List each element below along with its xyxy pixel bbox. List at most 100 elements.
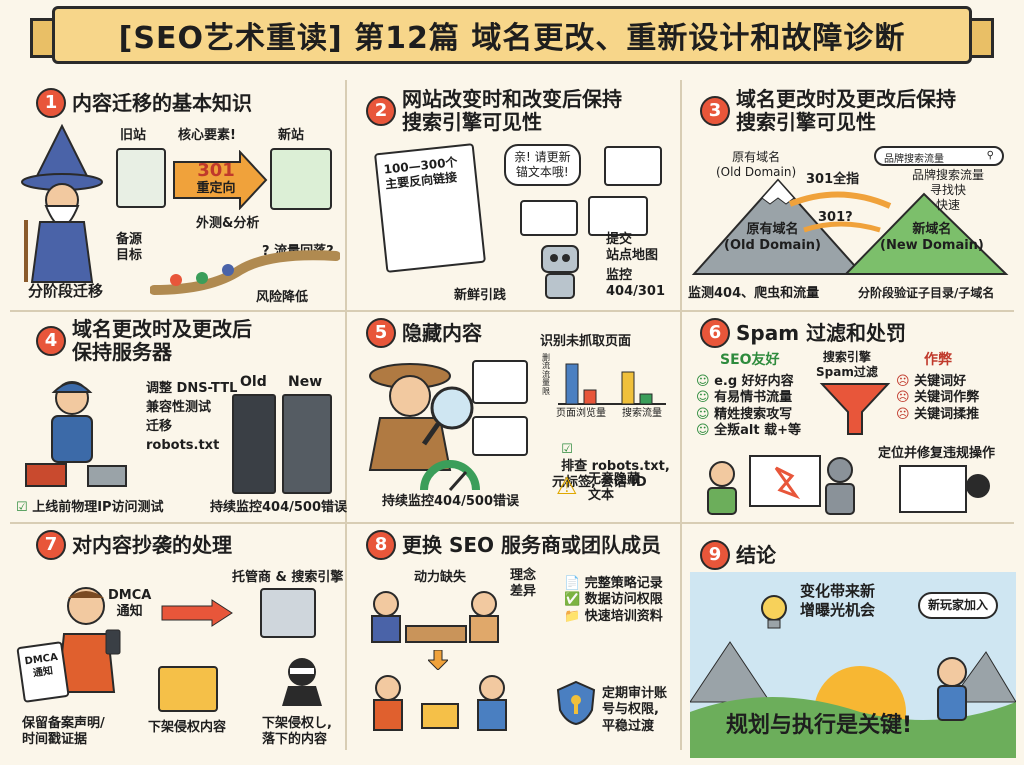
ip-test-label: ☑ 上线前物理IP访问测试 — [16, 500, 164, 515]
fresh-label: 新鲜引践 — [454, 288, 507, 303]
column-divider-2 — [680, 80, 682, 750]
section-4-badge: 4 — [36, 326, 66, 356]
server-monitor-label: 持续监控404/500错误 — [210, 500, 348, 515]
redirect-text: 301 重定向 — [196, 160, 236, 196]
section-2-badge: 2 — [366, 96, 396, 126]
section-2-title: 2 网站改变时和改变后保持 搜索引擎可见性 — [366, 88, 622, 134]
team-disagreement-illustration — [371, 591, 499, 643]
section-9-title: 9 结论 — [700, 540, 776, 570]
page-window-2 — [472, 416, 528, 456]
page-window-icon — [520, 200, 578, 236]
section-6-title: 6 Spam 过滤和处罚 — [700, 318, 906, 348]
dmca-document: DMCA 通知 — [16, 641, 70, 703]
frown-icon: ☹ — [896, 390, 910, 406]
anchor-text-bubble: 亲! 请更新 锚文本哦! — [504, 144, 581, 186]
wizard-illustration — [21, 124, 103, 283]
host-engine-label: 托管商 & 搜索引擎 — [232, 570, 344, 585]
new-server-rack — [282, 394, 332, 494]
gauge-icon — [420, 460, 480, 491]
new-site-label: 新站 — [278, 128, 305, 143]
backup-label: 备源 目标 — [116, 232, 143, 264]
audit-label: 定期审计账 号与权限, 平稳过渡 — [602, 686, 668, 734]
uncrawled-label: 识别未抓取页面 — [540, 334, 632, 349]
section-7-title: 7 对内容抄袭的处理 — [36, 530, 232, 560]
handover-item: ✅ 数据访问权限 — [564, 592, 663, 608]
handover-checklist: 📄 完整策略记录 ✅ 数据访问权限 📁 快速培训资料 — [564, 576, 663, 625]
page-title-banner: [SEO艺术重读] 第12篇 域名更改、重新设计和故障诊断 — [52, 6, 972, 64]
old-site-label: 旧站 — [120, 128, 147, 143]
section-8-title: 8 更换 SEO 服务商或团队成员 — [366, 530, 661, 560]
frown-icon: ☹ — [896, 374, 910, 389]
person-with-phone — [56, 587, 121, 693]
risk-label: 风险降低 — [256, 290, 309, 305]
browser-window-icon — [604, 146, 662, 186]
search-icon: ⚲ — [986, 150, 994, 161]
dmca-notice-label: DMCA 通知 — [108, 588, 152, 620]
redirect-question-label: 301? — [818, 210, 853, 225]
redirect-arrow — [173, 150, 268, 210]
good-practice-list: ☺ e.g 好好内容 ☺ 有易情书流量 ☺ 精姓搜索攻写 ☺ 全叛alt 载+等 — [696, 374, 801, 439]
technician-illustration — [25, 381, 127, 487]
monitor-404-label: 监控 404/301 — [606, 268, 666, 300]
no-hidden-text-label: 无意隐藏 文本 — [588, 472, 641, 504]
check-robots-label: ☑ 排查 robots.txt, 元标签, 会话 ID — [552, 442, 670, 490]
row-divider-1 — [10, 310, 1014, 312]
column-divider-1 — [345, 80, 347, 750]
evidence-label: 保留备案声明/ 时间戳证据 — [22, 716, 105, 748]
section-8-badge: 8 — [366, 530, 396, 560]
smile-icon: ☺ — [696, 422, 710, 438]
new-server-label: New — [288, 374, 323, 390]
map-window-icon — [588, 196, 648, 236]
seo-friendly-label: SEO友好 — [720, 352, 780, 368]
new-domain-label: 新域名 (New Domain) — [880, 222, 984, 254]
brand-fast-label: 品牌搜索流量 寻找快 快速 — [912, 168, 985, 212]
section-1-badge: 1 — [36, 88, 66, 118]
new-player-bubble: 新玩家加入 — [918, 592, 999, 619]
bad-item: ☹ 关键词揉推 — [896, 406, 980, 422]
submit-sitemap-label: 提交 站点地图 — [606, 232, 659, 264]
section-7-badge: 7 — [36, 530, 66, 560]
core-label: 核心要素! — [178, 128, 236, 143]
backlinks-document: 100—300个 主要反向链接 — [374, 143, 486, 273]
search-flow-label: 搜索流量 — [622, 408, 662, 419]
thief-illustration — [282, 658, 322, 706]
frown-icon: ☹ — [896, 406, 910, 422]
robot-icon — [541, 245, 579, 299]
new-site-building — [270, 148, 332, 210]
section-3-title: 3 域名更改时及更改后保持 搜索引擎可见性 — [700, 88, 956, 134]
section-3-badge: 3 — [700, 96, 730, 126]
handover-item: 📁 快速培训资料 — [564, 608, 663, 624]
checkmark-icon: ✅ — [564, 592, 581, 608]
section-6-badge: 6 — [700, 318, 730, 348]
section-5-badge: 5 — [366, 318, 396, 348]
bad-item: ☹ 关键词好 — [896, 374, 967, 389]
brand-search-box[interactable]: 品牌搜索流量 ⚲ — [874, 146, 1004, 166]
section-5-title: 5 隐藏内容 — [366, 318, 482, 348]
test-analysis-label: 外测&分析 — [196, 216, 260, 231]
phased-label: 分阶段迁移 — [28, 282, 104, 300]
smile-icon: ☺ — [696, 406, 710, 422]
migration-path — [150, 250, 340, 295]
spam-fix-illustration — [707, 455, 990, 515]
conclusion-key-text: 规划与执行是关键! — [726, 713, 913, 738]
good-item: ☺ e.g 好好内容 — [696, 374, 794, 389]
hidden-monitor-label: 持续监控404/500错误 — [382, 494, 520, 509]
cheat-label: 作弊 — [924, 352, 952, 368]
domain-mountains — [691, 178, 1009, 275]
folder-icon: 📁 — [564, 608, 581, 624]
good-item: ☺ 有易情书流量 — [696, 390, 793, 406]
row-divider-2 — [10, 522, 1014, 524]
bad-practice-list: ☹ 关键词好 ☹ 关键词作弊 ☹ 关键词揉推 — [896, 374, 979, 423]
host-building — [260, 588, 316, 638]
traffic-bar-chart — [558, 363, 666, 405]
bad-item: ☹ 关键词作弊 — [896, 390, 980, 406]
phased-verify-label: 分阶段验证子目录/子域名 — [858, 286, 995, 300]
old-server-rack — [232, 394, 276, 494]
monitor-crawl-label: 监测404、爬虫和流量 — [688, 286, 820, 301]
smile-icon: ☺ — [696, 390, 710, 406]
good-item: ☺ 全叛alt 载+等 — [696, 422, 801, 438]
section-4-title: 4 域名更改时及更改后 保持服务器 — [36, 318, 252, 364]
redirect-all-label: 301全指 — [806, 172, 860, 187]
motivation-label: 动力缺失 — [414, 570, 467, 585]
arrow-to-host — [161, 599, 233, 627]
